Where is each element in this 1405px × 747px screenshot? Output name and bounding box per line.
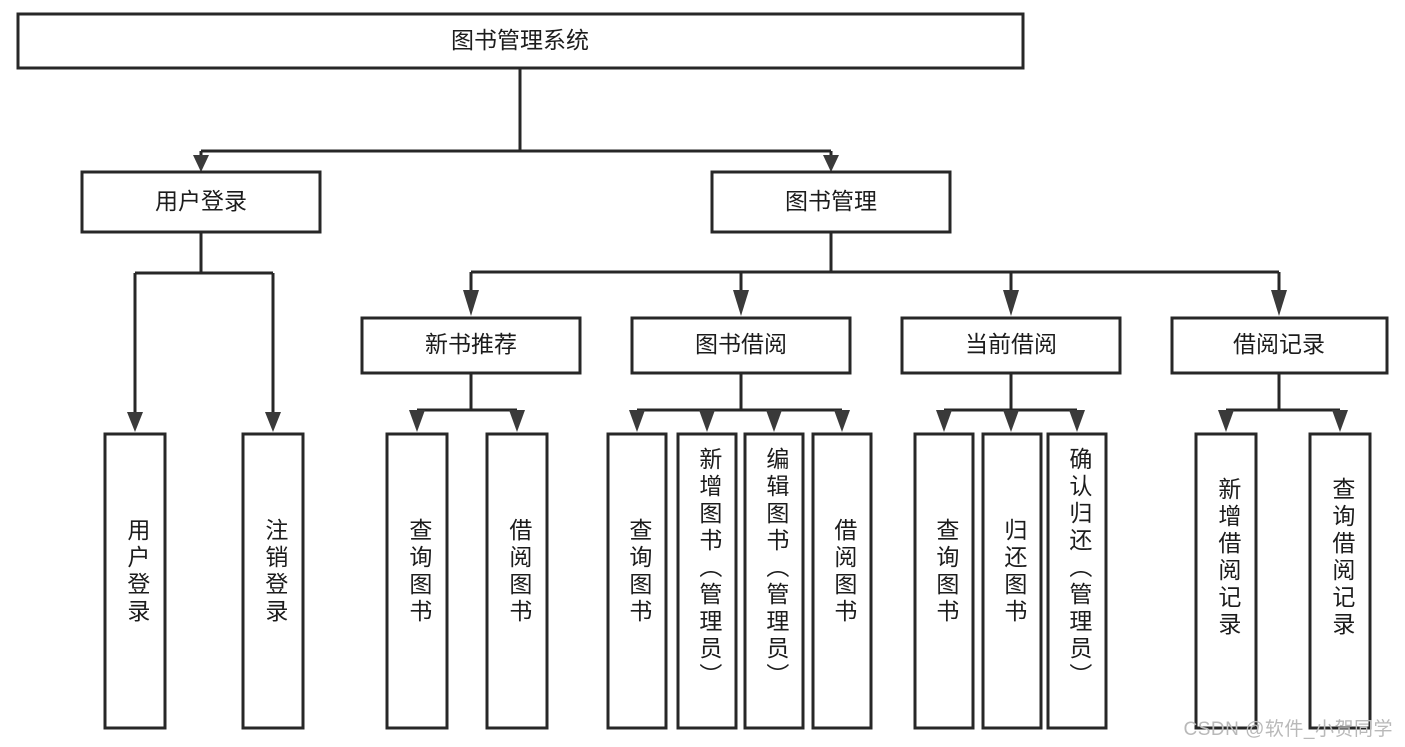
connector-layer	[127, 68, 1348, 432]
node-leaf-user-login[interactable]: 用户登录	[103, 432, 167, 730]
node-leaf-add-borrow-record[interactable]: 新增借阅记录	[1194, 432, 1258, 730]
node-leaf-add-book-admin[interactable]: 新增图书（管理员）	[676, 432, 738, 730]
arrowhead-to-leaf-query-book-3	[936, 410, 952, 432]
arrowhead-to-leaf-borrow-book-2	[834, 410, 850, 432]
node-leaf-query-book-2-box[interactable]	[606, 432, 668, 730]
node-leaf-query-book-1-label: 查询图书	[406, 518, 433, 626]
node-root-label: 图书管理系统	[451, 27, 589, 53]
node-current-borrow[interactable]: 当前借阅	[900, 316, 1122, 375]
node-new-book-rec-label: 新书推荐	[425, 331, 517, 357]
node-leaf-borrow-book-1-label: 借阅图书	[506, 518, 533, 626]
node-leaf-borrow-book-1[interactable]: 借阅图书	[485, 432, 549, 730]
arrowhead-to-new-book-rec	[463, 290, 479, 316]
arrowhead-to-leaf-query-borrow-record	[1332, 410, 1348, 432]
arrowhead-to-leaf-user-login	[127, 412, 143, 432]
node-leaf-borrow-book-2-label: 借阅图书	[831, 518, 858, 626]
node-leaf-query-book-2[interactable]: 查询图书	[606, 432, 668, 730]
node-leaf-logout-box[interactable]	[241, 432, 305, 730]
node-borrow-record[interactable]: 借阅记录	[1170, 316, 1389, 375]
node-borrow-record-label: 借阅记录	[1233, 331, 1325, 357]
node-user-login-box[interactable]	[80, 170, 322, 234]
node-new-book-rec-box[interactable]	[360, 316, 582, 375]
edge-new-book-rec-bus	[415, 373, 519, 414]
node-leaf-query-book-3-label: 查询图书	[933, 518, 960, 626]
arrowhead-to-leaf-add-book-admin	[699, 410, 715, 432]
node-leaf-user-login-box[interactable]	[103, 432, 167, 730]
node-leaf-borrow-book-2[interactable]: 借阅图书	[811, 432, 873, 730]
node-root[interactable]: 图书管理系统	[16, 12, 1025, 70]
arrowhead-to-leaf-query-book-1	[409, 410, 425, 432]
node-user-login[interactable]: 用户登录	[80, 170, 322, 234]
node-current-borrow-label: 当前借阅	[965, 331, 1057, 357]
node-leaf-borrow-book-1-box[interactable]	[485, 432, 549, 730]
node-leaf-query-book-1[interactable]: 查询图书	[385, 432, 449, 730]
node-borrow-record-box[interactable]	[1170, 316, 1389, 375]
node-leaf-confirm-return-admin-box[interactable]	[1046, 432, 1108, 730]
arrowhead-to-leaf-query-book-2	[629, 410, 645, 432]
node-leaf-return-book[interactable]: 归还图书	[981, 432, 1043, 730]
node-new-book-rec[interactable]: 新书推荐	[360, 316, 582, 375]
node-book-borrow-label: 图书借阅	[695, 331, 787, 357]
node-leaf-return-book-box[interactable]	[981, 432, 1043, 730]
edge-current-borrow-bus	[942, 373, 1079, 414]
node-leaf-query-book-2-label: 查询图书	[626, 518, 653, 626]
node-root-box[interactable]	[16, 12, 1025, 70]
node-leaf-logout-label: 注销登录	[262, 518, 289, 626]
node-book-borrow-box[interactable]	[630, 316, 852, 375]
node-leaf-add-borrow-record-label: 新增借阅记录	[1215, 477, 1242, 639]
node-leaf-user-login-label: 用户登录	[124, 518, 151, 626]
edge-root-bus	[199, 68, 833, 158]
node-current-borrow-box[interactable]	[900, 316, 1122, 375]
edge-book-borrow-bus	[635, 373, 844, 414]
arrowhead-to-leaf-return-book	[1003, 410, 1019, 432]
node-book-borrow[interactable]: 图书借阅	[630, 316, 852, 375]
arrowhead-to-borrow-record	[1271, 290, 1287, 316]
node-leaf-add-borrow-record-box[interactable]	[1194, 432, 1258, 730]
node-book-manage[interactable]: 图书管理	[710, 170, 952, 234]
arrowhead-to-book-borrow	[733, 290, 749, 316]
arrowhead-to-book-manage	[823, 155, 839, 172]
node-leaf-edit-book-admin-label: 编辑图书（管理员）	[763, 447, 790, 690]
arrowhead-to-current-borrow	[1003, 290, 1019, 316]
node-leaf-edit-book-admin-box[interactable]	[743, 432, 805, 730]
node-leaf-return-book-label: 归还图书	[1001, 518, 1028, 626]
node-book-manage-box[interactable]	[710, 170, 952, 234]
node-leaf-query-book-3-box[interactable]	[913, 432, 975, 730]
arrowhead-to-leaf-add-borrow-record	[1218, 410, 1234, 432]
node-leaf-query-book-1-box[interactable]	[385, 432, 449, 730]
node-leaf-borrow-book-2-box[interactable]	[811, 432, 873, 730]
arrowhead-to-leaf-confirm-return-admin	[1069, 410, 1085, 432]
node-leaf-add-book-admin-label: 新增图书（管理员）	[696, 447, 723, 690]
node-book-manage-label: 图书管理	[785, 188, 877, 214]
node-leaf-query-borrow-record-box[interactable]	[1308, 432, 1372, 730]
arrowhead-to-leaf-logout	[265, 412, 281, 432]
node-leaf-add-book-admin-box[interactable]	[676, 432, 738, 730]
edge-book-manage-bus	[469, 232, 1281, 292]
arrowhead-to-leaf-borrow-book-1	[509, 410, 525, 432]
edge-user-login-bus	[133, 232, 275, 414]
node-leaf-query-borrow-record[interactable]: 查询借阅记录	[1308, 432, 1372, 730]
node-user-login-label: 用户登录	[155, 188, 247, 214]
node-leaf-query-borrow-record-label: 查询借阅记录	[1329, 477, 1356, 639]
arrowhead-to-user-login	[193, 155, 209, 172]
node-leaf-query-book-3[interactable]: 查询图书	[913, 432, 975, 730]
node-leaf-confirm-return-admin-label: 确认归还（管理员）	[1066, 447, 1093, 690]
edge-borrow-record-bus	[1224, 373, 1342, 414]
arrowhead-to-leaf-edit-book-admin	[766, 410, 782, 432]
node-leaf-edit-book-admin[interactable]: 编辑图书（管理员）	[743, 432, 805, 730]
node-leaf-confirm-return-admin[interactable]: 确认归还（管理员）	[1046, 432, 1108, 730]
node-leaf-logout[interactable]: 注销登录	[241, 432, 305, 730]
